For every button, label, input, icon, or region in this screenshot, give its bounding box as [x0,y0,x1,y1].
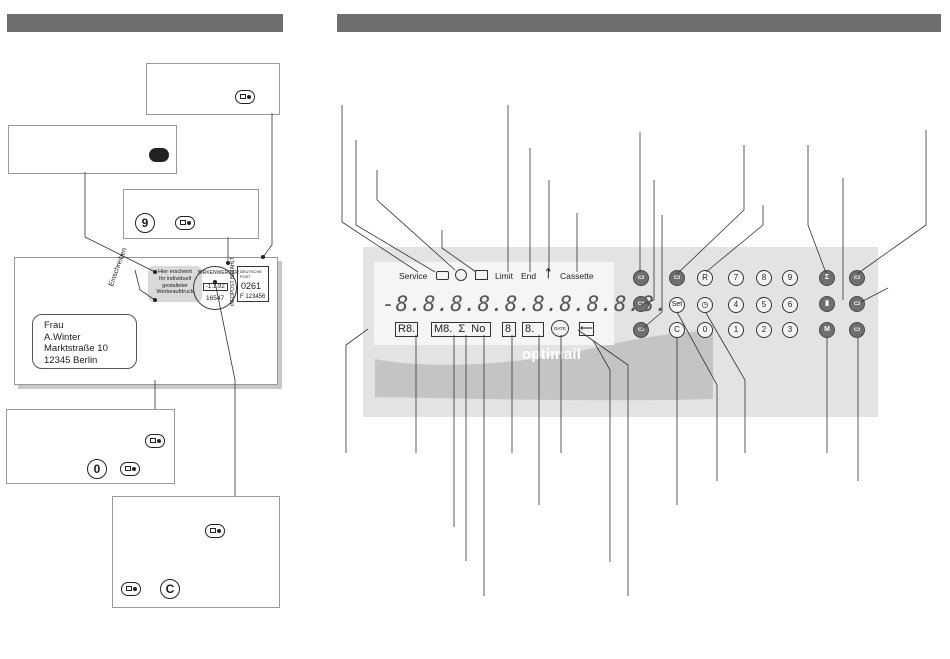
service-label: Service [399,271,428,281]
callout-keyc: C [112,496,280,608]
postmark-city: BIRKENWERDER [198,270,239,276]
address-line: Frau [44,320,64,331]
left-header-bar [7,14,283,32]
r-indicator: R8. [395,322,418,337]
brand-logo: optimail [522,346,582,363]
key-5[interactable]: 5 [756,297,772,313]
stamp-header: DEUTSCHE POST [240,269,263,279]
print-button-icon [205,524,225,538]
stamp-value: 0261 [241,281,262,291]
envelope: Frau A.Winter Marktstraße 10 12345 Berli… [14,247,278,385]
callout-key9: 9 [123,189,259,239]
key-9[interactable]: 9 [782,270,798,286]
digit1-indicator: 8 [502,322,516,337]
memory-key[interactable]: M [819,322,835,338]
print-button-icon [120,462,140,476]
key-8[interactable]: 8 [756,270,772,286]
callout-top-right [146,63,280,115]
address-line: 12345 Berlin [44,354,98,366]
address-line: A.Winter [44,331,81,343]
limit-label: Limit [495,271,513,281]
cassette-key[interactable]: ▭ [849,270,865,286]
key-0[interactable]: 0 [697,322,713,338]
key-7[interactable]: 7 [728,270,744,286]
key-1[interactable]: 1 [728,322,744,338]
func-key-2[interactable]: ▭ [633,296,649,312]
lcd-display: Service Limit End ᛏ Cassette -8.8.8.8.8.… [374,262,668,345]
tag-icon [436,271,449,280]
print-button-icon [235,90,255,104]
key-2[interactable]: 2 [756,322,772,338]
meter-stamp: DEUTSCHE POST 0261 F 123456 [237,266,269,302]
key-6[interactable]: 6 [782,297,798,313]
print-button-icon [145,434,165,448]
address-block: Frau A.Winter Marktstraße 10 12345 Berli… [32,314,137,369]
print-key[interactable]: ▭ [669,270,685,286]
print-start-key[interactable]: ▭ [849,322,865,338]
ad-line: gestalteter [162,282,188,289]
counter-key[interactable]: ▮ [819,296,835,312]
stamp-roll-icon: ᛏ [545,268,552,280]
ad-line: Werbeaufdruck [156,289,194,296]
key-3[interactable]: 3 [782,322,798,338]
m-indicator: M8. [434,323,453,335]
clock-icon [455,269,467,281]
date-indicator: DATE [551,320,569,337]
digit2-indicator: 8. [522,322,544,337]
ad-line: Ihr individuell [158,275,192,282]
postmark-zip: 16547 [206,295,225,302]
key-r[interactable]: R [697,270,713,286]
print-button-icon [175,216,195,230]
print-button-icon [149,148,169,162]
end-label: End [521,271,537,281]
m-sigma-no-indicator: M8. Σ No [431,322,491,337]
ad-line: Hier erscheint [158,269,192,275]
cassette-label: Cassette [560,271,594,281]
config-key[interactable]: ▭ [849,296,865,312]
key-9-icon: 9 [135,213,155,233]
callout-ad [8,125,177,174]
key-0-icon: 0 [87,459,107,479]
clock-key[interactable]: ◷ [697,297,713,313]
sigma-indicator: Σ [458,323,466,335]
main-digits: -8.8.8.8.8.8.8.8.8.8. [382,292,669,316]
print-button-icon [121,582,141,596]
address-line: Marktstraße 10 [44,343,108,354]
envelope-icon [475,270,488,280]
key-4[interactable]: 4 [728,297,744,313]
sigma-key[interactable]: Σ [819,270,835,286]
func-key-1[interactable]: ▭ [633,270,649,286]
no-indicator: No [471,323,486,335]
stamp-id: F 123456 [240,294,266,300]
key-c[interactable]: C [669,322,685,338]
key-c-icon: C [160,579,180,599]
right-header-bar [337,14,941,32]
callout-key0: 0 [6,409,175,484]
panel-swoosh [375,331,713,401]
